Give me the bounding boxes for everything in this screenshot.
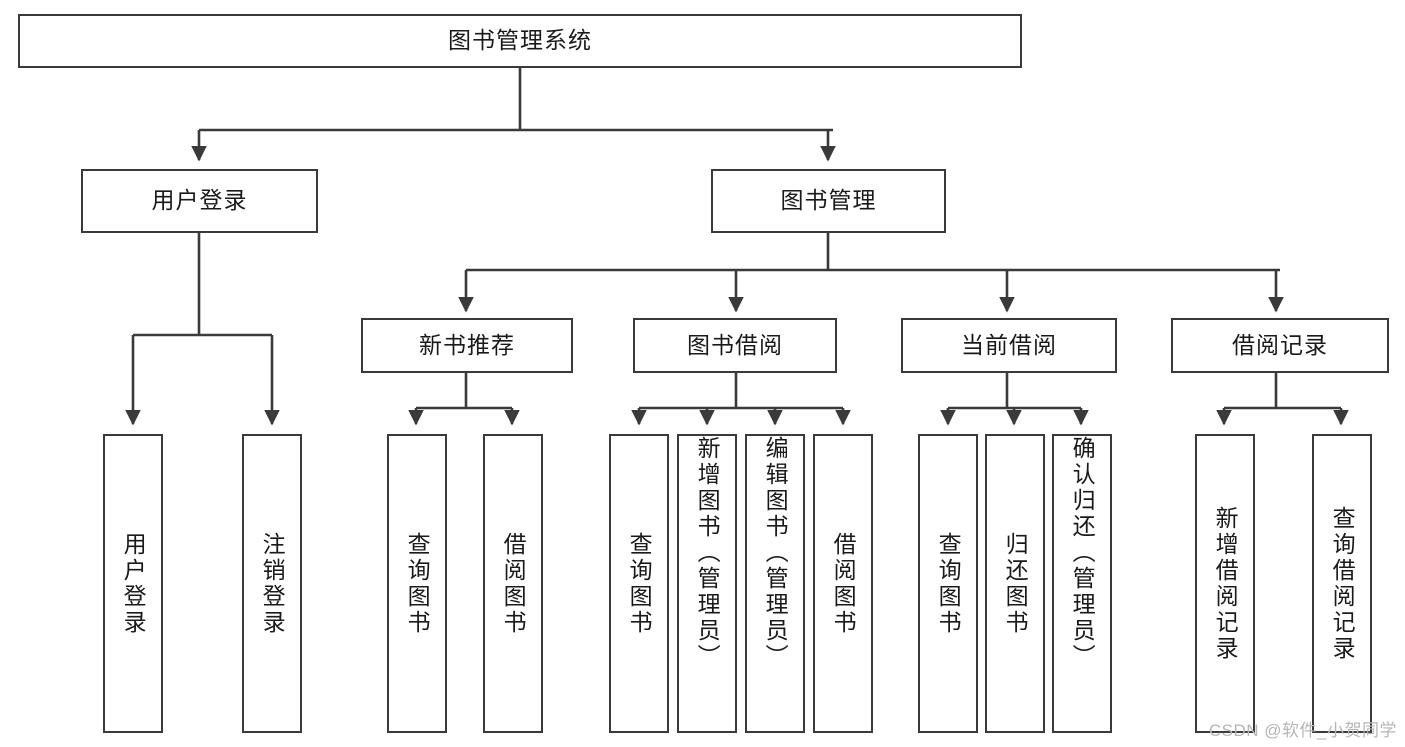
leaf-current-borrow-confirm-return-admin[interactable]: 确认归还（管理员） bbox=[1052, 434, 1112, 733]
leaf-label: 借阅图书 bbox=[500, 531, 527, 636]
leaf-label: 新增借阅记录 bbox=[1212, 505, 1239, 662]
node-book-borrow-label: 图书借阅 bbox=[687, 331, 783, 358]
leaf-label: 归还图书 bbox=[1002, 531, 1029, 636]
node-new-book-recommend-label: 新书推荐 bbox=[419, 331, 515, 358]
leaf-label: 查询图书 bbox=[626, 531, 653, 636]
leaf-label: 新增图书（管理员） bbox=[694, 436, 721, 670]
leaf-book-borrow-borrow-book[interactable]: 借阅图书 bbox=[813, 434, 873, 733]
leaf-book-borrow-add-book-admin[interactable]: 新增图书（管理员） bbox=[677, 434, 737, 733]
node-user-login-label: 用户登录 bbox=[151, 187, 248, 214]
leaf-label: 编辑图书（管理员） bbox=[762, 436, 789, 670]
leaf-current-borrow-query-book[interactable]: 查询图书 bbox=[918, 434, 978, 733]
node-book-management-label: 图书管理 bbox=[780, 187, 877, 214]
leaf-label: 用户登录 bbox=[120, 531, 147, 636]
leaf-borrow-record-query-record[interactable]: 查询借阅记录 bbox=[1312, 434, 1372, 733]
leaf-label: 查询借阅记录 bbox=[1329, 505, 1356, 662]
leaf-book-borrow-edit-book-admin[interactable]: 编辑图书（管理员） bbox=[745, 434, 805, 733]
node-user-login[interactable]: 用户登录 bbox=[81, 169, 318, 233]
node-book-borrow[interactable]: 图书借阅 bbox=[633, 318, 837, 373]
watermark-text: CSDN @软件_小贺同学 bbox=[1208, 721, 1397, 740]
node-new-book-recommend[interactable]: 新书推荐 bbox=[361, 318, 573, 373]
leaf-book-borrow-query-book[interactable]: 查询图书 bbox=[609, 434, 669, 733]
leaf-user-login-login[interactable]: 用户登录 bbox=[103, 434, 163, 733]
node-current-borrow[interactable]: 当前借阅 bbox=[901, 318, 1117, 373]
leaf-label: 查询图书 bbox=[404, 531, 431, 636]
node-current-borrow-label: 当前借阅 bbox=[961, 331, 1057, 358]
leaf-label: 借阅图书 bbox=[830, 531, 857, 636]
node-book-management[interactable]: 图书管理 bbox=[711, 169, 946, 233]
leaf-label: 注销登录 bbox=[259, 531, 286, 636]
node-root[interactable]: 图书管理系统 bbox=[18, 14, 1022, 68]
leaf-new-book-query-book[interactable]: 查询图书 bbox=[387, 434, 447, 733]
leaf-label: 查询图书 bbox=[935, 531, 962, 636]
node-root-label: 图书管理系统 bbox=[448, 27, 592, 54]
node-borrow-record-label: 借阅记录 bbox=[1232, 331, 1328, 358]
leaf-user-login-logout[interactable]: 注销登录 bbox=[242, 434, 302, 733]
node-borrow-record[interactable]: 借阅记录 bbox=[1171, 318, 1389, 373]
leaf-new-book-borrow-book[interactable]: 借阅图书 bbox=[483, 434, 543, 733]
leaf-borrow-record-add-record[interactable]: 新增借阅记录 bbox=[1195, 434, 1255, 733]
leaf-current-borrow-return-book[interactable]: 归还图书 bbox=[985, 434, 1045, 733]
leaf-label: 确认归还（管理员） bbox=[1069, 436, 1096, 670]
